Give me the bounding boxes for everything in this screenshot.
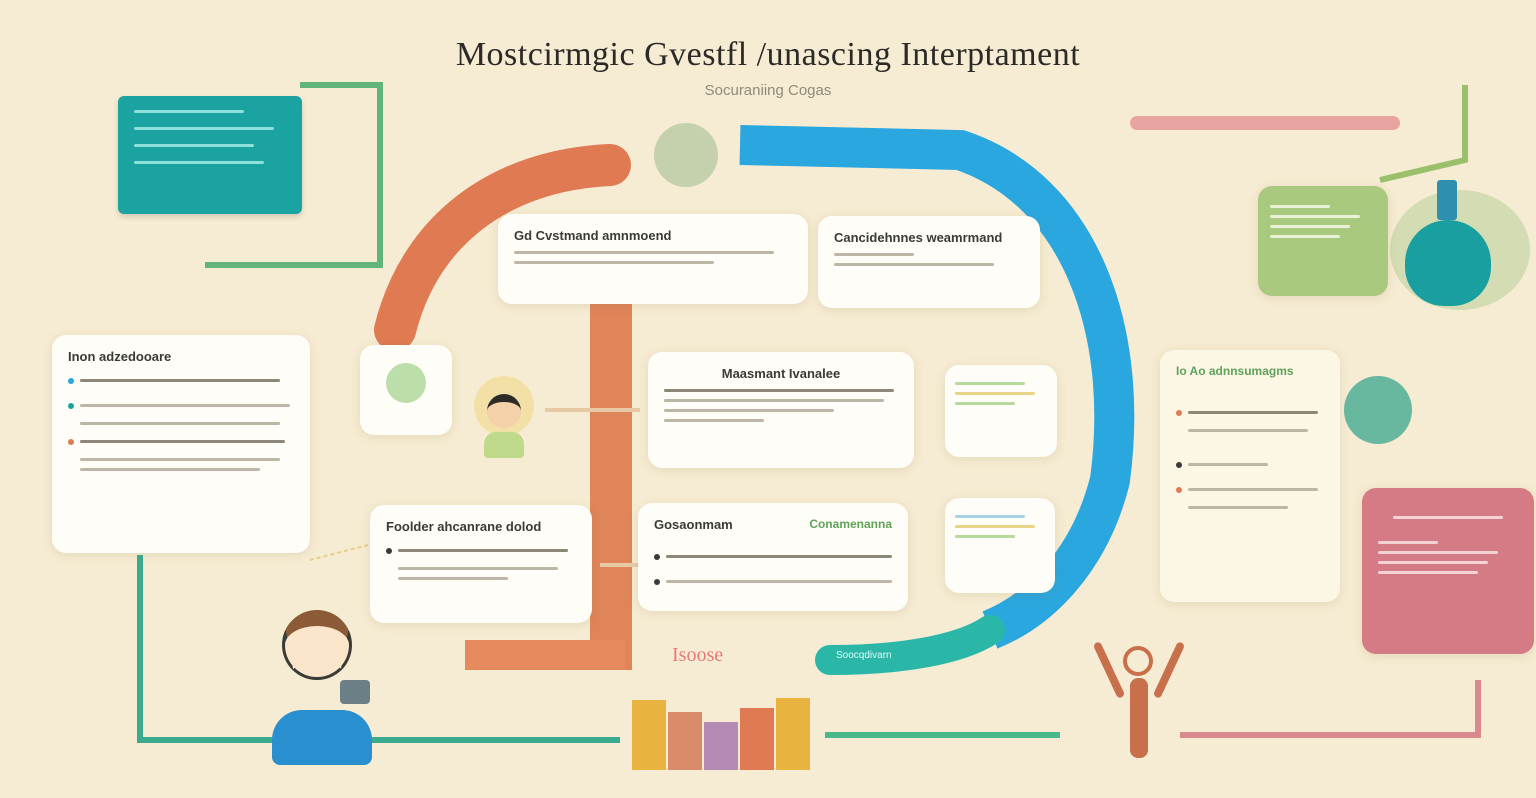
right-card: Io Ao adnnsumagms xyxy=(1160,350,1340,602)
lower-center-card-title: Gosaonmam xyxy=(654,517,733,532)
top-right-card: Cancidehnnes weamrmand xyxy=(818,216,1040,308)
leaf-note-card xyxy=(360,345,452,435)
document-icon xyxy=(945,498,1055,593)
top-center-card-title: Gd Cvstmand amnmoend xyxy=(514,228,672,243)
top-center-card: Gd Cvstmand amnmoend xyxy=(498,214,808,304)
bottom-arrow-label: Soocqdivarn xyxy=(836,650,892,661)
teal-document-panel xyxy=(118,96,302,214)
chart-icon xyxy=(632,685,812,770)
lower-center-card: Gosaonmam Conamenanna xyxy=(638,503,908,611)
orange-label: Isoose xyxy=(672,644,724,666)
page-title: Mostcirmgic Gvestfl /unascing Interptame… xyxy=(455,36,1081,73)
potion-icon xyxy=(1405,180,1495,310)
green-document-panel xyxy=(1258,186,1388,296)
lower-left-card: Foolder ahcanrane dolod xyxy=(370,505,592,623)
person-arms-up-icon xyxy=(1092,630,1186,770)
monitor-icon xyxy=(945,365,1057,457)
person-icon xyxy=(470,372,538,482)
lower-left-card-title: Foolder ahcanrane dolod xyxy=(386,519,542,534)
left-card-title: Inon adzedooare xyxy=(68,349,172,364)
page-subtitle: Socuraniing Cogas xyxy=(704,82,832,99)
right-card-title: Io Ao adnnsumagms xyxy=(1176,364,1294,378)
person-icon xyxy=(270,600,380,770)
pink-panel xyxy=(1362,488,1534,654)
lower-center-card-tag: Conamenanna xyxy=(809,517,892,531)
leaf-icon xyxy=(386,363,426,403)
left-card: Inon adzedooare xyxy=(52,335,310,553)
middle-card-title: Maasmant Ivanalee xyxy=(721,366,841,381)
middle-card: Maasmant Ivanalee xyxy=(648,352,914,468)
top-right-card-title: Cancidehnnes weamrmand xyxy=(834,230,1003,245)
